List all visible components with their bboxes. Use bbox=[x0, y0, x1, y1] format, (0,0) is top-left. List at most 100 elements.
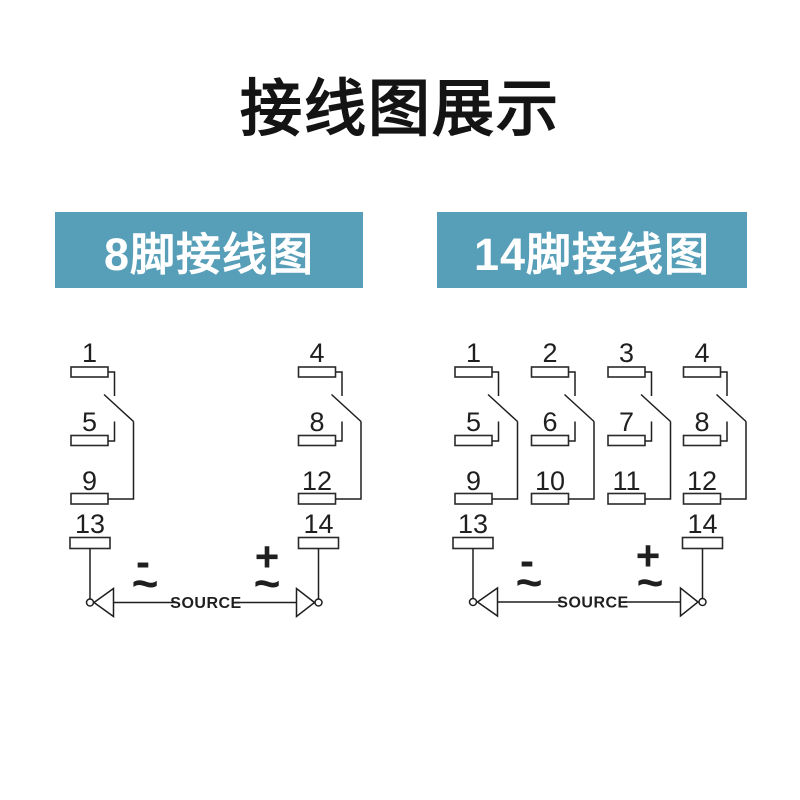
panel-header-8pin-label: 8脚接线图 bbox=[103, 228, 315, 280]
source-arrow-right-icon bbox=[295, 586, 316, 619]
terminal-box bbox=[297, 536, 340, 550]
contact-stub bbox=[720, 371, 728, 396]
source-arrow-left-icon bbox=[476, 586, 499, 618]
source-label-bg bbox=[177, 594, 235, 610]
pin-number-label: 9 bbox=[466, 466, 481, 496]
switch-blade bbox=[640, 393, 672, 423]
pin-number-label: 5 bbox=[466, 407, 481, 437]
source-label-bg bbox=[563, 593, 623, 610]
contact-column: 1 5 9 bbox=[454, 338, 519, 505]
pin-number-label: 10 bbox=[535, 466, 565, 496]
source-terminal-dot bbox=[85, 598, 95, 607]
diagram-14pin: 1 5 9 2 6 10 3 bbox=[452, 338, 747, 618]
terminal-box bbox=[454, 492, 493, 505]
terminal-box bbox=[452, 536, 494, 550]
pin-number-label: 4 bbox=[694, 338, 709, 368]
panel-header-14pin: 14脚接线图 bbox=[437, 212, 747, 288]
pin-number-label: 12 bbox=[302, 466, 332, 496]
common-wire bbox=[720, 421, 747, 500]
pin-number-label: 9 bbox=[82, 466, 97, 496]
contact-stub bbox=[720, 421, 728, 442]
pin-number-label: 4 bbox=[309, 338, 324, 368]
common-wire bbox=[335, 421, 362, 500]
terminal-box bbox=[682, 492, 722, 505]
common-wire bbox=[644, 421, 672, 500]
ac-tilde-symbol: ~ bbox=[254, 557, 281, 609]
terminal-box bbox=[69, 536, 111, 550]
contact-column: 2 6 10 bbox=[530, 338, 595, 505]
pin-number-label: 12 bbox=[687, 466, 717, 496]
contact-stub bbox=[645, 421, 653, 442]
switch-blade bbox=[487, 393, 519, 423]
pin-number-label: 7 bbox=[619, 407, 634, 437]
ac-tilde-symbol: ~ bbox=[132, 557, 159, 609]
terminal-box bbox=[297, 434, 337, 447]
ac-tilde-symbol: ~ bbox=[516, 556, 543, 608]
diagram-8pin: 1 5 9 4 8 12 13 14 bbox=[69, 338, 362, 619]
pin-number-label: 3 bbox=[619, 338, 634, 368]
switch-blade bbox=[715, 393, 747, 423]
terminal-box bbox=[530, 366, 570, 378]
terminal-box bbox=[297, 492, 337, 505]
plus-symbol: + bbox=[255, 533, 280, 580]
contact-column: 4 8 12 bbox=[682, 338, 747, 505]
panel-header-8pin: 8脚接线图 bbox=[55, 212, 363, 288]
page-title: 接线图展示 bbox=[239, 75, 560, 144]
minus-symbol: - bbox=[520, 537, 534, 584]
contact-stub bbox=[492, 371, 500, 396]
switch-blade bbox=[103, 393, 135, 423]
terminal-box bbox=[682, 366, 722, 378]
pin-number-label: 8 bbox=[309, 407, 324, 437]
plus-symbol: + bbox=[636, 532, 661, 579]
contact-stub bbox=[568, 371, 576, 396]
common-wire bbox=[568, 421, 595, 500]
contact-stub bbox=[335, 421, 343, 442]
terminal-box bbox=[607, 492, 646, 505]
terminal-box bbox=[530, 434, 570, 447]
contact-column: 3 7 11 bbox=[607, 338, 672, 505]
contact-stub bbox=[335, 371, 343, 396]
terminal-box bbox=[454, 366, 493, 378]
pin-number-label: 14 bbox=[687, 509, 717, 539]
terminal-box bbox=[70, 434, 109, 447]
contact-stub bbox=[492, 421, 500, 442]
pin-number-label: 2 bbox=[542, 338, 557, 368]
pin-number-label: 1 bbox=[466, 338, 481, 368]
source-arrow-right-icon bbox=[679, 586, 700, 618]
panel-header-14pin-label: 14脚接线图 bbox=[473, 228, 711, 280]
terminal-box bbox=[297, 366, 337, 378]
terminal-box bbox=[70, 366, 109, 378]
contact-stub bbox=[645, 371, 653, 396]
terminal-box bbox=[70, 492, 109, 505]
minus-symbol: - bbox=[136, 538, 150, 585]
terminal-box bbox=[454, 434, 493, 447]
switch-blade bbox=[563, 393, 595, 423]
common-wire bbox=[491, 421, 519, 500]
source-label: SOURCE bbox=[170, 595, 241, 612]
pin-number-label: 5 bbox=[82, 407, 97, 437]
pin-number-label: 13 bbox=[75, 509, 105, 539]
pin-number-label: 11 bbox=[612, 466, 640, 496]
source-label: SOURCE bbox=[557, 595, 628, 612]
source-terminal-dot bbox=[468, 597, 478, 607]
contact-stub bbox=[108, 421, 116, 442]
pin-number-label: 13 bbox=[458, 509, 488, 539]
terminal-box bbox=[607, 434, 646, 447]
pin-number-label: 8 bbox=[694, 407, 709, 437]
contact-stub bbox=[108, 371, 116, 396]
pin-number-label: 14 bbox=[303, 509, 333, 539]
contact-stub bbox=[568, 421, 576, 442]
terminal-box bbox=[682, 434, 722, 447]
source-arrow-left-icon bbox=[92, 587, 115, 618]
pin-number-label: 1 bbox=[82, 338, 97, 368]
source-terminal-dot bbox=[698, 597, 707, 607]
source-terminal-dot bbox=[314, 598, 323, 607]
contact-column: 4 8 12 bbox=[297, 338, 362, 505]
common-wire bbox=[107, 421, 135, 500]
ac-tilde-symbol: ~ bbox=[637, 556, 664, 608]
terminal-box bbox=[607, 366, 646, 378]
pin-number-label: 6 bbox=[542, 407, 557, 437]
terminal-box bbox=[681, 536, 724, 550]
terminal-box bbox=[530, 492, 570, 505]
